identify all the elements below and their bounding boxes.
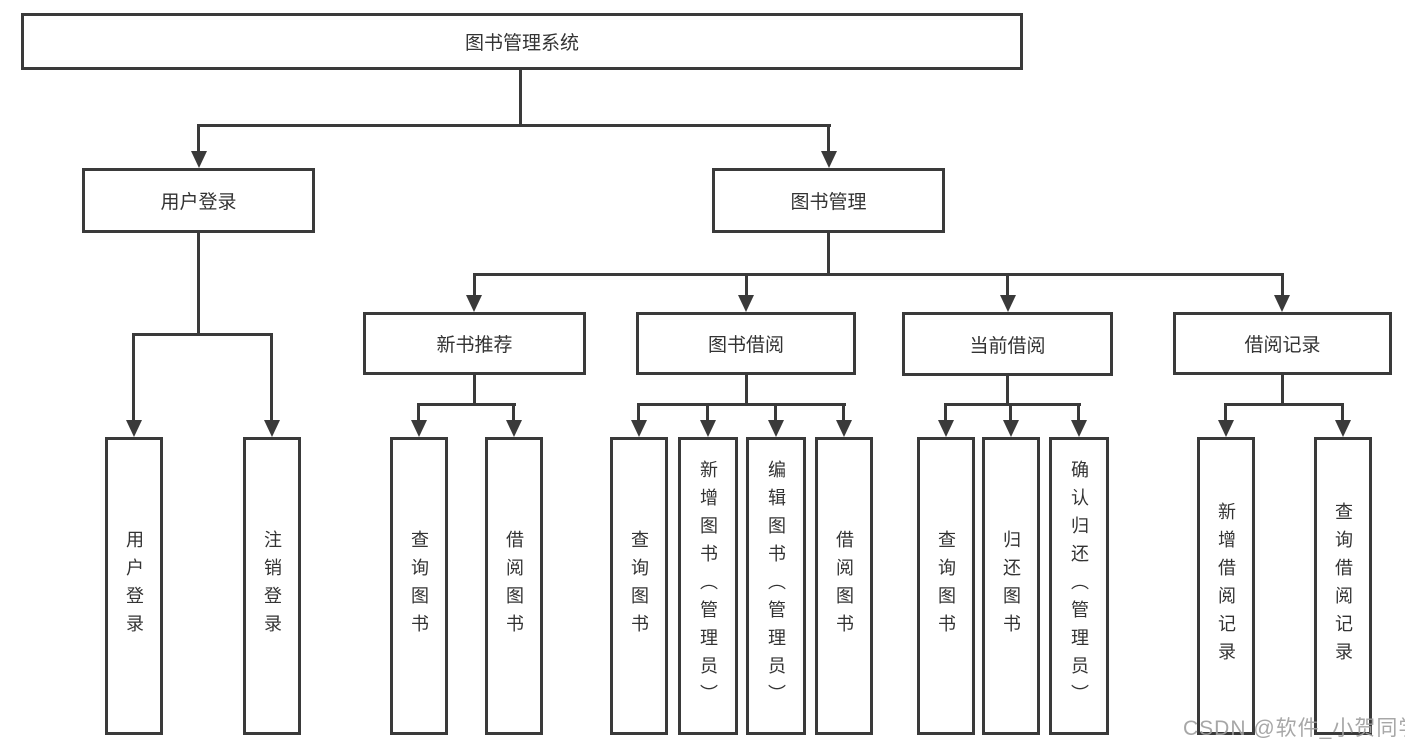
connector-stub [1224, 403, 1227, 423]
arrowhead-down-icon [1003, 420, 1019, 437]
leaf-label: 查询图书 [409, 530, 429, 642]
node-new-book-recommend-label: 新书推荐 [436, 335, 513, 356]
connector-book-mgmt-trunk [827, 233, 830, 276]
connector-stub [827, 124, 830, 154]
csdn-watermark: CSDN @软件_小贺同学 [1183, 717, 1405, 740]
connector-user-login-trunk [197, 233, 200, 336]
arrowhead-down-icon [738, 295, 754, 312]
leaf-label: 新增借阅记录 [1216, 502, 1236, 670]
arrowhead-down-icon [1274, 295, 1290, 312]
connector-book-borrow-branch [637, 403, 846, 406]
node-root-label: 图书管理系统 [464, 33, 579, 54]
node-borrow-record-label: 借阅记录 [1244, 335, 1321, 356]
connector-book-borrow-trunk [745, 375, 748, 406]
connector-root-branch [198, 124, 831, 127]
connector-current-borrow-branch [944, 403, 1081, 406]
node-book-borrow: 图书借阅 [636, 312, 856, 375]
connector-stub [473, 273, 476, 297]
arrowhead-down-icon [836, 420, 852, 437]
connector-stub [417, 403, 420, 423]
leaf-label: 查询借阅记录 [1333, 502, 1353, 670]
arrowhead-down-icon [466, 295, 482, 312]
leaf-label: 借阅图书 [834, 530, 854, 642]
node-borrow-record: 借阅记录 [1173, 312, 1392, 375]
leaf-label: 用户登录 [124, 530, 144, 642]
connector-new-book-branch [417, 403, 516, 406]
leaf-label: 编辑图书（管理员） [766, 460, 786, 712]
node-leaf-logout: 注销登录 [243, 437, 301, 735]
connector-book-mgmt-branch [473, 273, 1284, 276]
arrowhead-down-icon [411, 420, 427, 437]
node-leaf-add-borrow-record: 新增借阅记录 [1197, 437, 1255, 735]
node-current-borrow-label: 当前借阅 [969, 335, 1046, 357]
arrowhead-down-icon [938, 420, 954, 437]
node-leaf-edit-books-admin: 编辑图书（管理员） [746, 437, 806, 735]
leaf-label: 确认归还（管理员） [1069, 460, 1089, 712]
leaf-label: 新增图书（管理员） [698, 460, 718, 712]
connector-stub [842, 403, 845, 423]
connector-stub [637, 403, 640, 423]
arrowhead-down-icon [264, 420, 280, 437]
leaf-label: 查询图书 [936, 530, 956, 642]
connector-stub [1341, 403, 1344, 423]
node-leaf-query-books-current: 查询图书 [917, 437, 975, 735]
node-user-login-label: 用户登录 [160, 192, 237, 213]
node-user-login: 用户登录 [82, 168, 315, 233]
arrowhead-down-icon [1218, 420, 1234, 437]
connector-current-borrow-trunk [1006, 376, 1009, 406]
arrowhead-down-icon [1335, 420, 1351, 437]
connector-borrow-record-branch [1224, 403, 1344, 406]
node-root: 图书管理系统 [21, 13, 1023, 70]
connector-stub [745, 273, 748, 297]
node-leaf-borrow-books: 借阅图书 [815, 437, 873, 735]
arrowhead-down-icon [506, 420, 522, 437]
node-current-borrow: 当前借阅 [902, 312, 1113, 376]
node-book-borrow-label: 图书借阅 [707, 335, 784, 356]
node-book-management-label: 图书管理 [790, 192, 867, 213]
connector-borrow-record-trunk [1281, 375, 1284, 406]
node-leaf-user-login: 用户登录 [105, 437, 163, 735]
connector-root-trunk [519, 70, 522, 127]
connector-stub [1006, 273, 1009, 297]
arrowhead-down-icon [191, 151, 207, 168]
leaf-label: 借阅图书 [504, 530, 524, 642]
arrowhead-down-icon [821, 151, 837, 168]
connector-stub [1281, 273, 1284, 297]
arrowhead-down-icon [1071, 420, 1087, 437]
connector-new-book-trunk [473, 375, 476, 406]
node-leaf-add-books-admin: 新增图书（管理员） [678, 437, 738, 735]
arrowhead-down-icon [768, 420, 784, 437]
connector-stub [1077, 403, 1080, 423]
node-leaf-confirm-return-admin: 确认归还（管理员） [1049, 437, 1109, 735]
connector-stub [132, 333, 135, 423]
arrowhead-down-icon [1000, 295, 1016, 312]
leaf-label: 注销登录 [262, 530, 282, 642]
leaf-label: 查询图书 [629, 530, 649, 642]
node-leaf-query-borrow-record: 查询借阅记录 [1314, 437, 1372, 735]
node-leaf-query-books-recommend: 查询图书 [390, 437, 448, 735]
connector-stub [944, 403, 947, 423]
connector-stub [1009, 403, 1012, 423]
arrowhead-down-icon [631, 420, 647, 437]
connector-stub [512, 403, 515, 423]
node-new-book-recommend: 新书推荐 [363, 312, 586, 375]
connector-stub [197, 124, 200, 154]
connector-user-login-branch [133, 333, 273, 336]
node-leaf-borrow-books-recommend: 借阅图书 [485, 437, 543, 735]
node-leaf-query-books-borrow: 查询图书 [610, 437, 668, 735]
connector-stub [706, 403, 709, 423]
node-book-management: 图书管理 [712, 168, 945, 233]
connector-stub [270, 333, 273, 423]
node-leaf-return-books: 归还图书 [982, 437, 1040, 735]
leaf-label: 归还图书 [1001, 530, 1021, 642]
connector-stub [774, 403, 777, 423]
arrowhead-down-icon [126, 420, 142, 437]
arrowhead-down-icon [700, 420, 716, 437]
